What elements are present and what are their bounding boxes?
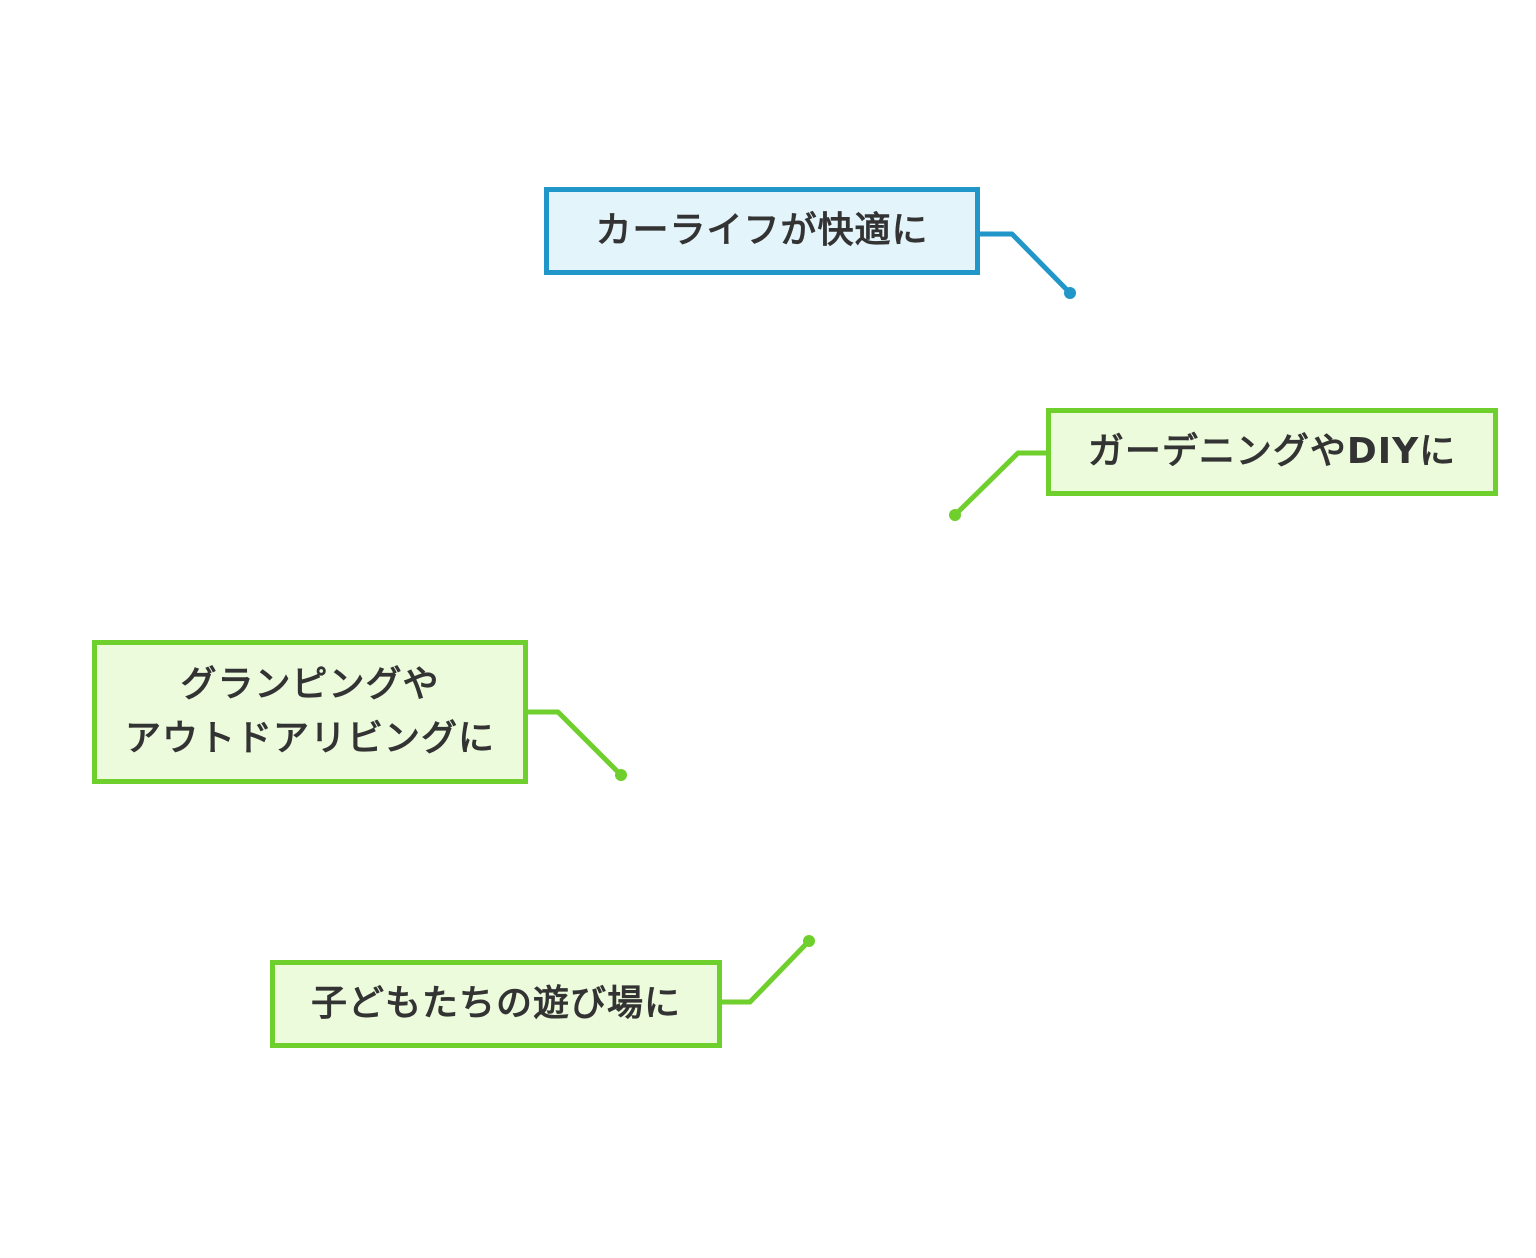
connector-gardening xyxy=(952,450,1049,518)
pointer-dot-gardening xyxy=(949,509,961,521)
callout-glamping-line-2: アウトドアリビングに xyxy=(124,718,495,759)
pointer-dot-glamping xyxy=(615,769,627,781)
callout-car-life: カーライフが快適に xyxy=(544,187,980,275)
connector-kids xyxy=(719,938,812,1005)
connector-car-life xyxy=(977,231,1073,296)
pointer-dot-kids xyxy=(803,935,815,947)
callout-glamping-line-1: グランピングや xyxy=(180,664,440,705)
callout-gardening: ガーデニングやDIYに xyxy=(1046,408,1498,496)
pointer-dot-car-life xyxy=(1064,287,1076,299)
connector-glamping xyxy=(525,709,624,778)
callout-kids: 子どもたちの遊び場に xyxy=(270,960,722,1048)
callout-glamping: グランピングや アウトドアリビングに xyxy=(92,640,528,784)
callout-kids-text: 子どもたちの遊び場に xyxy=(310,983,681,1024)
callout-car-life-text: カーライフが快適に xyxy=(595,210,929,251)
callout-gardening-text: ガーデニングやDIYに xyxy=(1087,431,1457,472)
